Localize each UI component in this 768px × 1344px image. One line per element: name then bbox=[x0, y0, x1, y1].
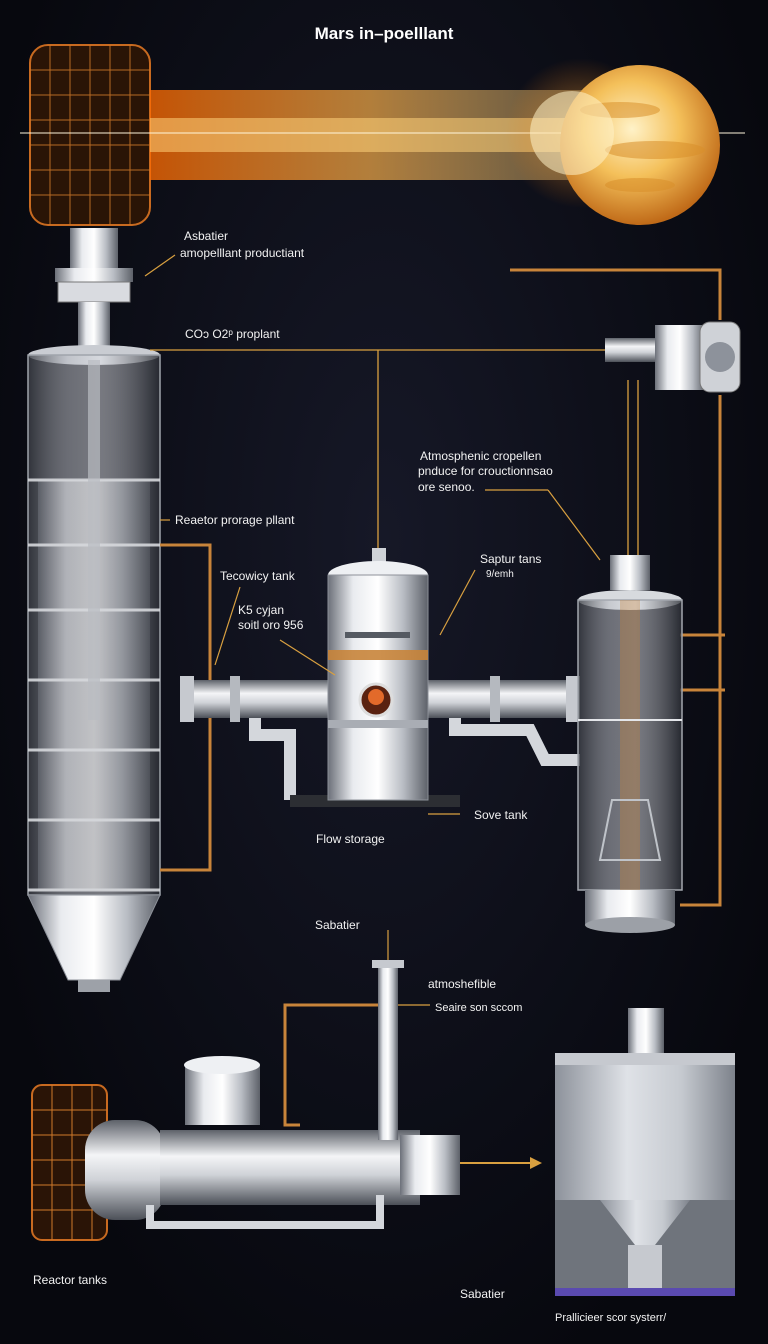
label-seaire: Seaire son sccom bbox=[435, 1002, 523, 1014]
storage-silo-icon bbox=[555, 1008, 735, 1296]
pump-assembly-icon bbox=[85, 960, 542, 1229]
label-atmos-3: ore senoo. bbox=[418, 480, 475, 494]
label-saptur-sub: 9/emh bbox=[486, 569, 514, 580]
label-sabatier-top-2: amopelllant productiant bbox=[180, 246, 305, 260]
copper-pipes bbox=[160, 268, 725, 1127]
leader-lines bbox=[144, 254, 601, 1006]
label-sabatier-top-1: Asbatier bbox=[184, 229, 229, 243]
label-reactor-storage: Reaetor prorage pllant bbox=[175, 513, 295, 527]
solar-collector-icon bbox=[29, 44, 151, 226]
central-tank-icon bbox=[327, 548, 429, 801]
label-flow-storage: Flow storage bbox=[316, 832, 385, 846]
label-sabatier-mid: Sabatier bbox=[315, 918, 360, 932]
label-saptur: Saptur tans bbox=[480, 552, 542, 566]
label-sove-tank: Sove tank bbox=[474, 808, 528, 822]
label-k5-2: soitl oro 956 bbox=[238, 618, 304, 632]
label-co2-o2: COɔ O2ᵖ proplant bbox=[185, 327, 280, 341]
label-atmos-1: Atmosphenic cropellen bbox=[420, 449, 542, 463]
label-reactor-tanks: Reactor tanks bbox=[33, 1273, 108, 1287]
reactor-column-icon bbox=[27, 228, 161, 992]
label-atmos-2: pnduce for crouctionnsao bbox=[418, 464, 553, 478]
label-atmoshefible: atmoshefible bbox=[428, 977, 497, 991]
label-sabatier-bottom: Sabatier bbox=[460, 1287, 505, 1301]
diagram-title: Mars in–poelllant bbox=[314, 24, 454, 43]
label-prallicieer: Prallicieer scor systerr/ bbox=[555, 1312, 667, 1324]
valve-assembly-icon bbox=[605, 321, 741, 393]
glass-tank-icon bbox=[577, 555, 683, 933]
label-k5-1: K5 cyjan bbox=[238, 603, 285, 617]
mars-planet-icon bbox=[505, 58, 720, 225]
label-tecowicy: Tecowicy tank bbox=[220, 569, 295, 583]
